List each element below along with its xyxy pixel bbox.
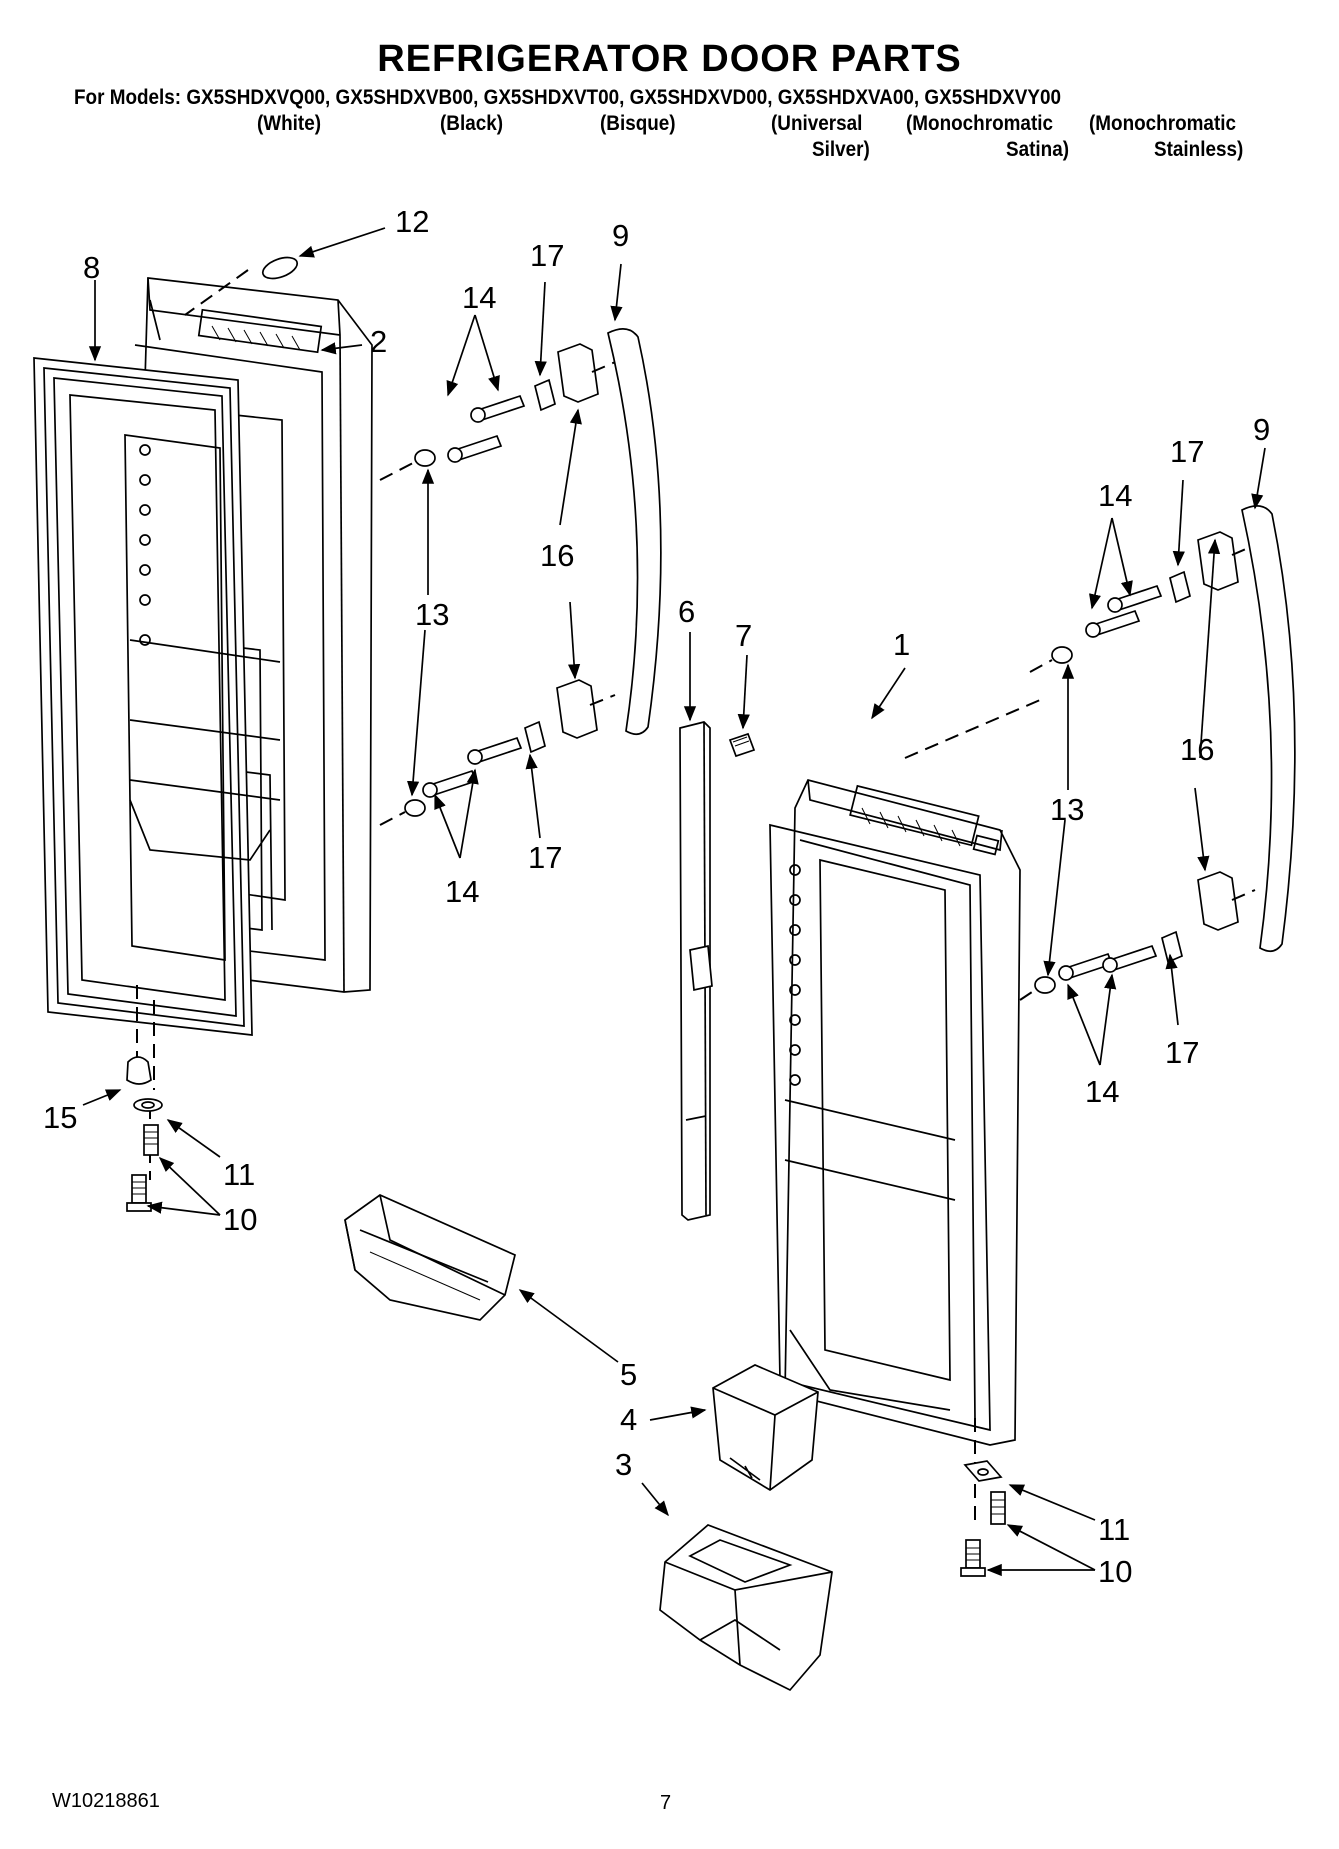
page-number: 7 (660, 1792, 672, 1814)
callout-labels: 12 2 8 9 14 17 13 16 17 14 6 7 1 9 17 14… (43, 204, 1270, 1589)
callout-1: 1 (893, 627, 910, 662)
color-monochromatic-1: (Monochromatic (906, 112, 1054, 135)
callout-10-left: 10 (223, 1202, 257, 1237)
right-door-handle (1241, 505, 1296, 953)
callout-2: 2 (370, 324, 387, 359)
callout-13-right: 13 (1050, 792, 1084, 827)
left-bottom-hinge-parts (126, 1056, 163, 1212)
callout-8: 8 (83, 250, 100, 285)
callout-11-left: 11 (223, 1157, 255, 1192)
center-mullion (679, 721, 756, 1221)
callout-12: 12 (395, 204, 429, 239)
color-stainless: Stainless) (1154, 138, 1244, 161)
left-door-gasket (33, 357, 281, 1036)
callout-17-lower-right: 17 (1165, 1035, 1199, 1070)
callout-9-left: 9 (612, 218, 629, 253)
right-door-liner (769, 778, 1021, 1446)
left-handle-hardware (261, 256, 621, 826)
callout-16-right: 16 (1180, 732, 1214, 767)
callout-15: 15 (43, 1100, 77, 1135)
door-bin-4 (712, 1364, 819, 1492)
callout-11-right: 11 (1098, 1512, 1130, 1547)
color-satina: Satina) (1006, 138, 1070, 161)
page-title: REFRIGERATOR DOOR PARTS (377, 38, 962, 80)
callout-7: 7 (735, 618, 752, 653)
color-bisque: (Bisque) (600, 112, 676, 135)
right-bottom-hinge-parts (960, 1460, 1006, 1577)
callout-17-lower-left: 17 (528, 840, 562, 875)
door-bin-5 (344, 1194, 516, 1321)
callout-14-upper-right: 14 (1098, 478, 1132, 513)
color-monochromatic-2: (Monochromatic (1089, 112, 1237, 135)
door-bin-3 (659, 1524, 833, 1692)
callout-17-upper-left: 17 (530, 238, 564, 273)
document-number: W10218861 (52, 1790, 160, 1812)
callout-10-right: 10 (1098, 1554, 1132, 1589)
callout-3: 3 (615, 1447, 632, 1482)
color-black: (Black) (440, 112, 504, 135)
leader-arrows (82, 227, 1266, 1577)
callout-14-upper-left: 14 (462, 280, 496, 315)
right-handle-hardware (1019, 531, 1256, 1001)
color-silver: Silver) (812, 138, 870, 161)
model-list: For Models: GX5SHDXVQ00, GX5SHDXVB00, GX… (74, 86, 1062, 109)
callout-5: 5 (620, 1357, 637, 1392)
color-white: (White) (257, 112, 322, 135)
callout-13-upper-left: 13 (415, 597, 449, 632)
callout-6: 6 (678, 594, 695, 629)
callout-14-lower-right: 14 (1085, 1074, 1119, 1109)
callout-4: 4 (620, 1402, 637, 1437)
left-door-handle (607, 328, 662, 736)
callout-16-upper-left: 16 (540, 538, 574, 573)
callout-17-upper-right: 17 (1170, 434, 1204, 469)
callout-14-lower-left: 14 (445, 874, 479, 909)
callout-9-right: 9 (1253, 412, 1270, 447)
color-universal: (Universal (771, 112, 863, 135)
